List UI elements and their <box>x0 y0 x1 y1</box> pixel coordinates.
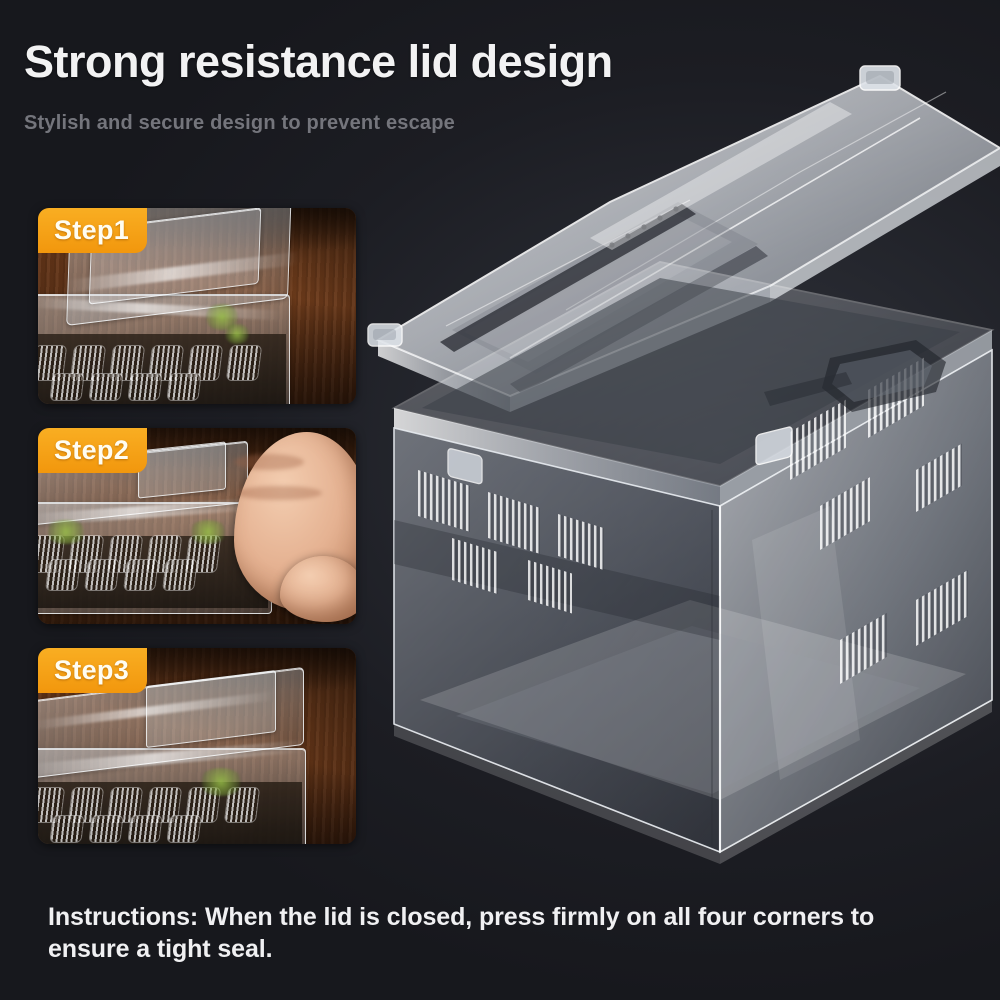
latch-tab <box>755 426 793 466</box>
carry-handle <box>764 340 946 412</box>
page-title: Strong resistance lid design <box>24 36 613 87</box>
instructions-text: Instructions: When the lid is closed, pr… <box>48 903 875 963</box>
step-card-1[interactable]: Step1 <box>38 208 356 404</box>
step-badge-1: Step1 <box>38 208 148 253</box>
step-card-3[interactable]: Step3 <box>38 648 356 844</box>
step-photo-2 <box>38 428 356 624</box>
step-photo-1 <box>38 208 356 404</box>
lid-corner-clip-left <box>367 323 403 347</box>
latch-tab-left <box>447 448 483 485</box>
terrarium-illustration <box>367 65 1000 864</box>
step-photo-3 <box>38 648 356 844</box>
step-badge-3: Step3 <box>38 648 148 693</box>
hero-product-image <box>360 40 1000 910</box>
step-list: Step1 <box>38 208 356 868</box>
step-card-2[interactable]: Step2 <box>38 428 356 624</box>
lid-corner-clip <box>859 65 901 91</box>
step-badge-2: Step2 <box>38 428 148 473</box>
terrarium-box-body <box>391 261 995 864</box>
page-subtitle: Stylish and secure design to prevent esc… <box>24 112 455 134</box>
vent-cluster <box>418 470 604 614</box>
